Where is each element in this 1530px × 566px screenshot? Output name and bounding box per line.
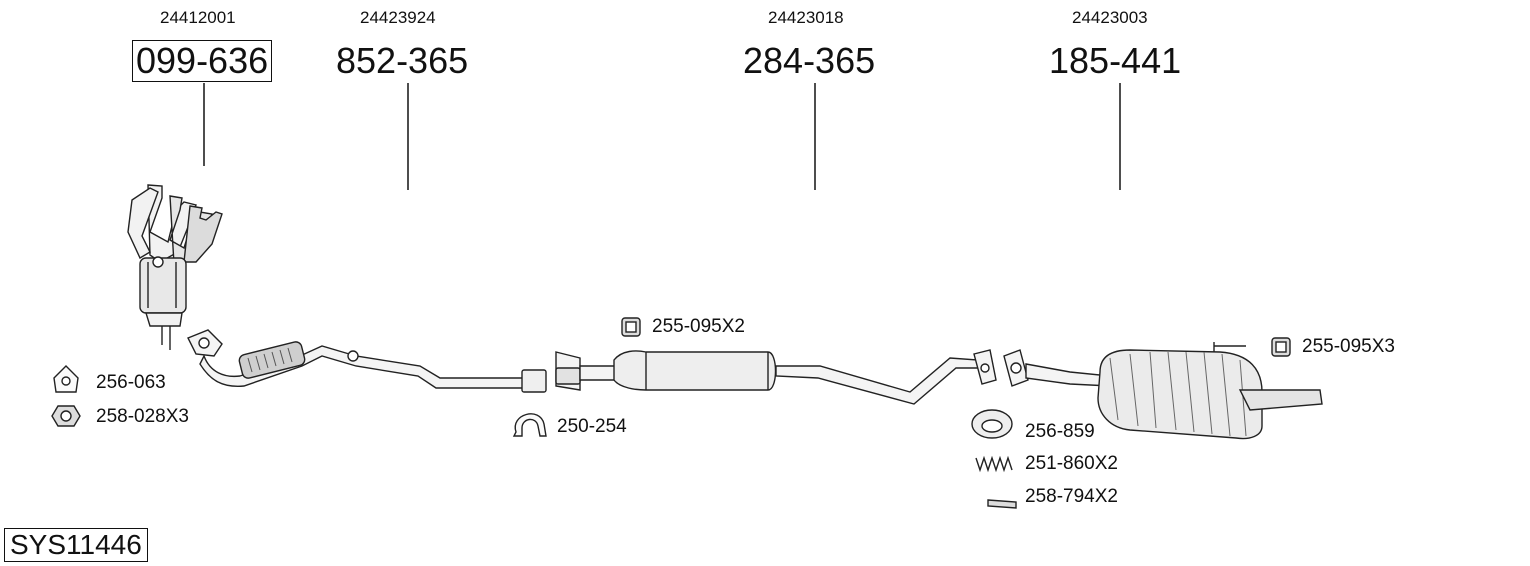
accessory-label[interactable]: 258-794X2	[1025, 486, 1118, 507]
clamp-icon	[512, 413, 547, 437]
rear-silencer-drawing	[1003, 342, 1323, 440]
part-number-front-pipe[interactable]: 852-365	[336, 40, 469, 81]
accessory-label[interactable]: 250-254	[557, 416, 627, 437]
oem-number-4: 24423003	[1072, 8, 1148, 27]
oem-number-1: 24412001	[160, 8, 236, 27]
accessory-label[interactable]: 251-860X2	[1025, 453, 1118, 474]
accessory-label[interactable]: 255-095X2	[652, 316, 745, 337]
centre-silencer-drawing	[555, 349, 997, 405]
part-number-catalyst[interactable]: 099-636	[132, 40, 273, 82]
system-id-label: SYS11446	[4, 528, 148, 562]
accessory-label[interactable]: 258-028X3	[96, 406, 189, 427]
spring-icon	[975, 455, 1013, 473]
accessory-label[interactable]: 256-063	[96, 372, 166, 393]
accessory-label[interactable]: 256-859	[1025, 421, 1095, 442]
oem-number-3: 24423018	[768, 8, 844, 27]
bolt-icon	[987, 499, 1017, 509]
part-number-centre-silencer[interactable]: 284-365	[743, 40, 876, 81]
manifold-catalyst-drawing	[127, 184, 223, 350]
accessory-label[interactable]: 255-095X3	[1302, 336, 1395, 357]
part-number-rear-silencer[interactable]: 185-441	[1049, 40, 1182, 81]
front-pipe-drawing	[187, 329, 547, 393]
oem-number-2: 24423924	[360, 8, 436, 27]
